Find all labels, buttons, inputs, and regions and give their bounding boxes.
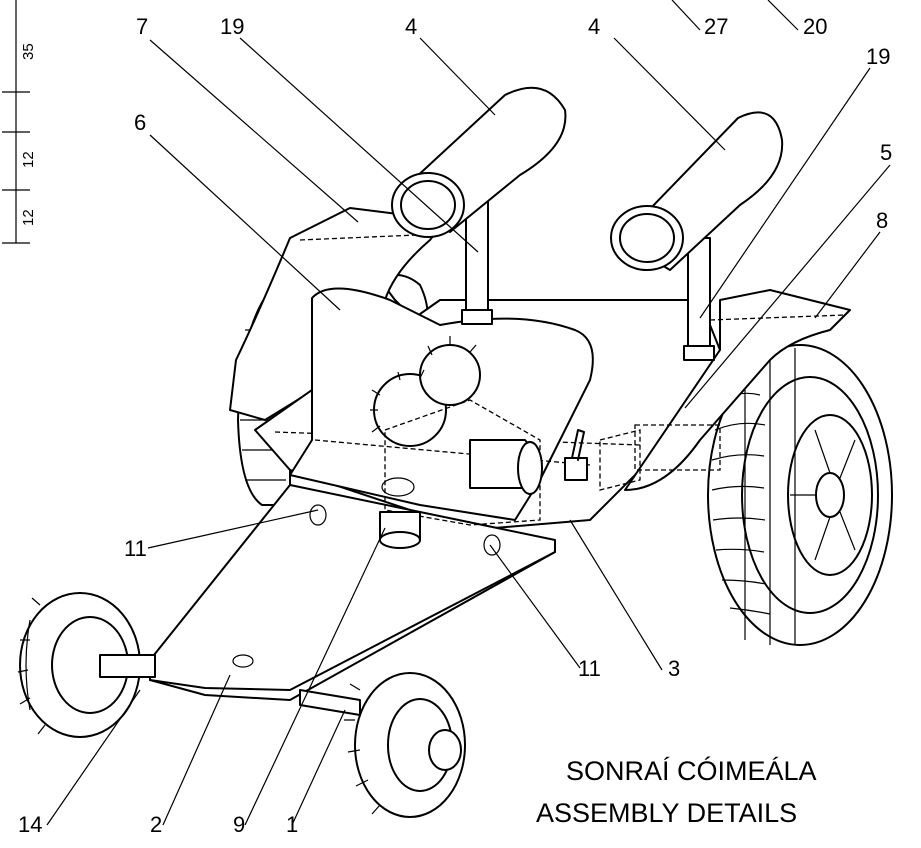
label-7: 7 [136,14,148,39]
rear-right-wheel [707,344,893,646]
leader-lines [46,0,891,826]
label-19-right: 19 [866,44,890,69]
center-shaft [379,511,421,549]
dimension-strip: 35 12 12 [2,0,37,244]
label-2: 2 [150,812,162,837]
label-11-right: 11 [578,656,601,681]
motor-plate [289,287,594,526]
label-9: 9 [233,812,245,837]
left-holder [391,86,567,325]
label-4-left: 4 [405,14,417,39]
label-1: 1 [286,812,298,837]
label-20: 20 [803,14,827,39]
label-27: 27 [704,14,728,39]
label-6: 6 [134,110,146,135]
right-holder [610,111,784,361]
dim-35: 35 [20,43,37,60]
part-labels: 7 19 4 4 27 20 19 6 5 8 11 11 3 14 2 9 1 [18,14,892,837]
title-english: ASSEMBLY DETAILS [536,798,797,828]
label-3: 3 [668,656,680,681]
label-14: 14 [18,812,42,837]
dim-12-lower: 12 [20,209,37,226]
label-5: 5 [880,140,892,165]
dim-12-upper: 12 [20,151,37,168]
front-left-wheel [17,592,156,738]
label-11-left: 11 [124,536,147,561]
drawing-title: SONRAÍ CÓIMEÁLA ASSEMBLY DETAILS [536,755,817,828]
label-19-left: 19 [220,14,244,39]
title-irish: SONRAÍ CÓIMEÁLA [566,755,817,786]
label-4-right: 4 [588,14,600,39]
right-fender [624,289,851,491]
label-8: 8 [876,208,888,233]
front-right-wheel [299,672,466,818]
toggle-switch [564,424,721,491]
